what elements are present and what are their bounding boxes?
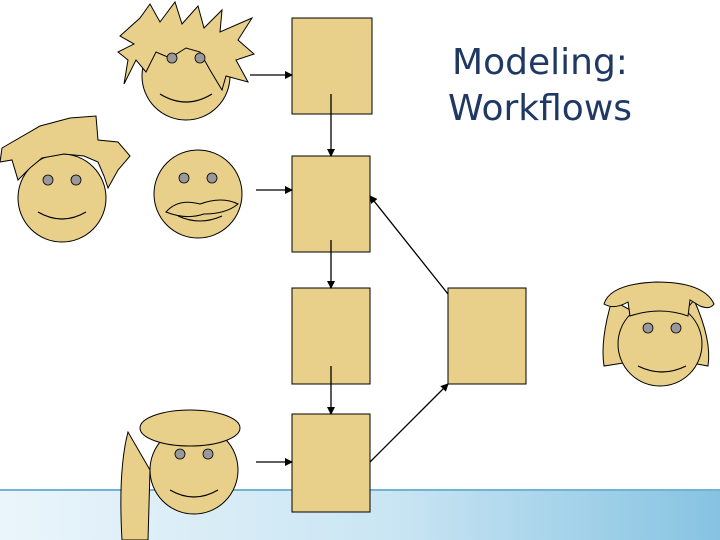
workflow-box-2: [291, 155, 371, 253]
person-long-hair-icon: [120, 409, 241, 540]
arrow-box4-to-review: [369, 383, 449, 463]
workflow-box-1: [291, 17, 373, 115]
person-bob-hair-icon: [602, 281, 715, 387]
arrow-review-to-box2: [369, 195, 449, 295]
slide-title: Modeling: Workflows: [420, 40, 660, 132]
person-hat-icon: [0, 115, 131, 243]
slide-title-line-1: Modeling:: [452, 42, 628, 83]
person-moustache-icon: [153, 149, 243, 239]
workflow-box-4: [291, 413, 371, 513]
workflow-box-review: [447, 287, 527, 385]
person-spiky-hair-icon: [117, 0, 255, 121]
slide-title-line-2: Workflows: [447, 88, 633, 129]
